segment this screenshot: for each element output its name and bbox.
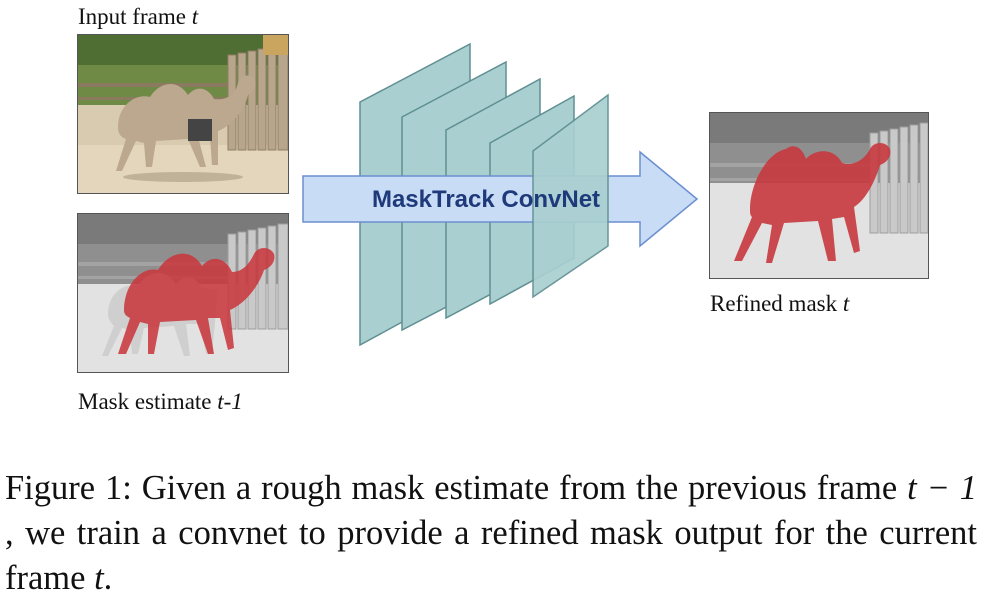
refined-mask-label-var: t [842, 291, 850, 316]
masktrack-convnet-label: MaskTrack ConvNet [372, 186, 600, 213]
caption-math: t − 1 [907, 469, 977, 507]
caption-part1: Figure 1: Given a rough mask estimate fr… [5, 469, 908, 507]
refined-mask-label: Refined mask t [710, 292, 849, 315]
caption-part2: , we train a convnet to provide a refine… [5, 514, 977, 597]
mask-estimate-image [77, 213, 289, 373]
input-frame-image [77, 34, 289, 194]
refined-mask-image [709, 112, 929, 279]
mask-estimate-label: Mask estimate t-1 [78, 390, 243, 413]
mask-estimate-shape [118, 248, 275, 354]
figure-caption: Figure 1: Given a rough mask estimate fr… [5, 466, 977, 601]
input-frame-label: Input frame t [78, 5, 198, 28]
refined-mask-label-text: Refined mask [710, 291, 843, 316]
input-frame-label-var: t [191, 4, 199, 29]
mask-estimate-label-text: Mask estimate [78, 389, 218, 414]
mask-estimate-label-var: t-1 [217, 389, 243, 414]
masktrack-arrow [302, 150, 699, 248]
convnet-layer-5 [532, 93, 609, 299]
masktrack-diagram: MaskTrack ConvNet [302, 42, 699, 347]
refined-mask-shape [734, 143, 891, 263]
caption-part3: . [103, 559, 113, 597]
caption-var: t [94, 559, 104, 597]
input-frame-label-text: Input frame [78, 4, 192, 29]
